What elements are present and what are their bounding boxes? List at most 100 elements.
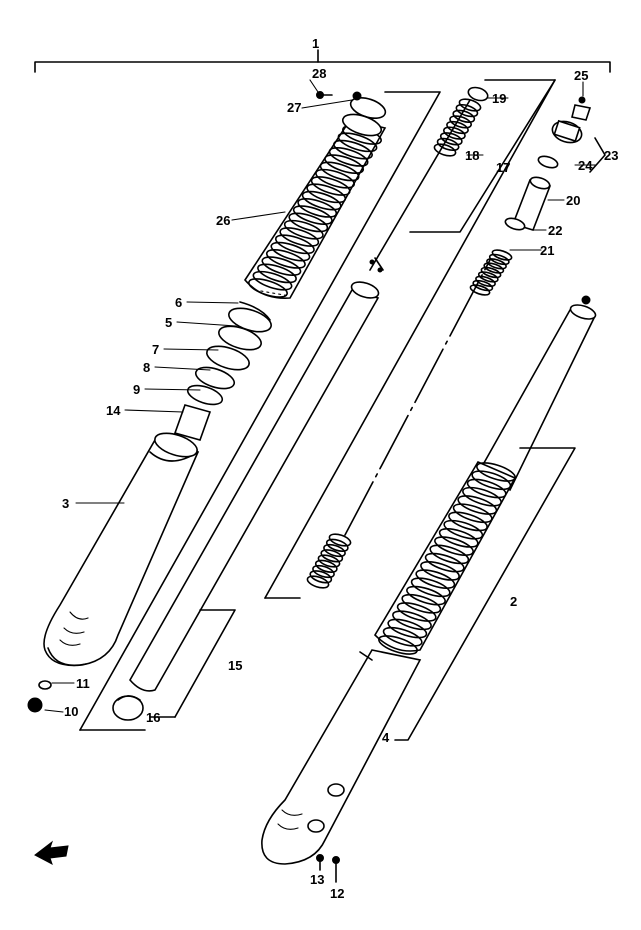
bellows-fold [248,278,288,298]
spring-coil [486,258,507,270]
fork-spring-upper [433,86,489,157]
bellows-fold [466,478,507,499]
callout-1: 1 [312,36,319,51]
callout-5: 5 [165,315,172,330]
bellows-fold [415,569,456,589]
spring-coil [306,575,330,589]
bellows-fold [252,270,293,291]
spring-coil [439,132,463,146]
damper-rod-group [112,281,380,721]
callout-27: 27 [287,100,301,115]
bellows-fold [424,552,465,573]
callout-14: 14 [106,403,121,418]
callout-16: 16 [146,710,160,725]
spring-coil [314,559,338,573]
bellows-fold [434,536,474,556]
bellows-fold [382,626,423,647]
bellows-fold [387,618,428,639]
spring-coil [488,253,510,266]
bellows-fold [306,183,347,204]
assembly-bracket [34,49,611,73]
callout-23: 23 [604,148,618,163]
callout-labels: 1 2 3 4 5 6 7 8 9 10 11 12 13 14 15 16 1… [62,36,618,901]
bellows-fold [443,519,484,540]
bellows-fold [448,511,488,532]
callout-2: 2 [510,594,517,609]
spring-coil [458,98,482,112]
bellows-fold [462,486,502,507]
group-bracket-lines [79,91,441,731]
bellows-fold [288,212,329,233]
bellows-fold [283,219,324,240]
callout-12: 12 [330,886,344,901]
long-spring-bracket [264,79,556,599]
callout-9: 9 [133,382,140,397]
spring-coil [328,533,352,547]
bellows-fold [319,161,360,182]
spring-coil [480,266,502,279]
bellows-fold [261,256,302,276]
bottom-bolt-left [27,680,52,713]
spring-coil [446,120,469,135]
spring-coil [455,103,479,118]
bellows-fold [279,227,320,247]
bellows-fold [452,503,493,524]
right-fork-leg [261,295,597,865]
spring-coil [491,249,513,261]
callout-19: 19 [492,91,506,106]
bellows-fold [297,198,338,218]
bellows-fold [457,495,498,515]
spring-coil [317,554,341,568]
front-arrow-icon [34,840,69,866]
callout-25: 25 [574,68,588,83]
callout-21: 21 [540,243,554,258]
bellows-fold [392,610,432,631]
callout-17: 17 [496,160,510,175]
spring-coil [436,137,460,152]
bellows-fold [265,249,306,269]
callout-18: 18 [465,148,479,163]
spring-coil [433,143,457,157]
bellows-fold [406,585,446,606]
left-fork-leg [43,432,200,667]
bellows-fold [410,577,451,598]
bellows-fold [328,147,369,167]
spring-coil [469,284,491,296]
spring-coil [449,115,472,129]
callout-20: 20 [566,193,580,208]
callout-8: 8 [143,360,150,375]
spring-coil [323,543,346,558]
left-boot-gaiter [244,96,387,299]
fork-spring-lower [306,249,513,589]
bellows-fold [315,168,356,189]
spring-coil [477,271,499,283]
callout-11: 11 [76,676,90,691]
callout-28: 28 [312,66,326,81]
top-cap-group [504,96,606,231]
callout-24: 24 [578,158,593,173]
spring-coil [320,549,344,563]
top-bolt [316,91,362,101]
spring-coil [483,262,505,274]
bellows-fold [257,263,297,284]
spring-coil [312,564,335,579]
left-inner-tube [173,301,272,441]
bellows-fold [401,593,442,614]
spring-coil [443,126,466,140]
bellows-fold [476,462,516,482]
bellows-fold [292,205,333,225]
bellows-fold [274,234,315,255]
bellows-fold [438,528,479,548]
spring-bracket-17 [369,79,556,273]
leader-lines [44,79,597,713]
spring-coil [452,109,476,123]
bellows-fold [420,561,460,581]
bellows-fold [429,544,470,565]
callout-6: 6 [175,295,182,310]
callout-3: 3 [62,496,69,511]
spring-coil [325,538,349,552]
drain-bolts [316,854,340,883]
spring-coil [472,279,494,292]
